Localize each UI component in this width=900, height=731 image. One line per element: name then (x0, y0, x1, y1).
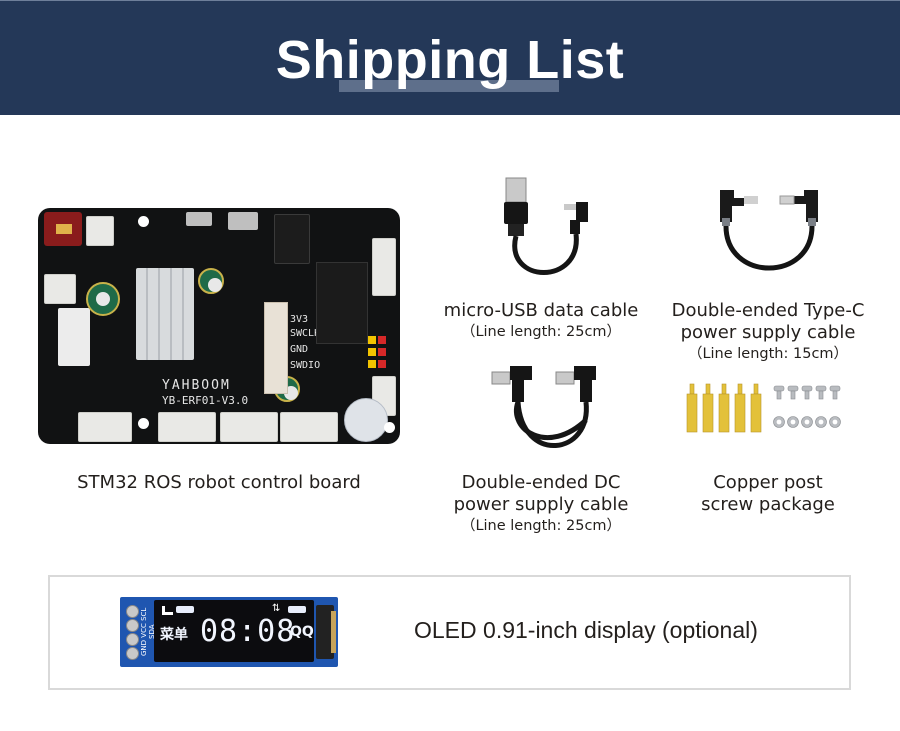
buzzer (344, 398, 388, 442)
oled-flex-cable (316, 605, 336, 659)
motor-connector (220, 412, 278, 442)
transfer-arrows-icon: ⇅ (272, 603, 281, 614)
type-c-cable-caption: Double-ended Type-C power supply cable （… (660, 300, 876, 364)
yellow-pin (368, 336, 376, 344)
heatsink (136, 268, 194, 360)
connector (372, 238, 396, 296)
control-board-image: 3V3 SWCLK GND SWDIO YAHBOOM YB-ERF01-V3.… (38, 208, 400, 444)
item-name-line1: Double-ended DC (461, 472, 621, 493)
item-detail: （Line length: 25cm） (460, 324, 622, 340)
item-name-line1: Double-ended Type-C (671, 300, 865, 321)
capacitor (86, 282, 120, 316)
usb-c-port (228, 212, 258, 230)
power-switch (58, 308, 90, 366)
dc-cable-image (488, 360, 600, 456)
mounting-hole (138, 418, 149, 429)
yellow-pin (368, 360, 376, 368)
type-c-cable-image (714, 186, 824, 276)
title-underline-accent (339, 80, 559, 92)
model-silkscreen: YB-ERF01-V3.0 (162, 394, 249, 407)
micro-usb-cable-caption: micro-USB data cable （Line length: 25cm） (432, 300, 650, 342)
brand-silkscreen: YAHBOOM (162, 378, 231, 393)
header-banner: Shipping List (0, 0, 900, 115)
oled-clock: 08:08 (200, 614, 296, 649)
oled-screen: ⇅ 菜单 08:08 QQ (154, 600, 314, 662)
micro-usb-cable-image (494, 174, 594, 286)
yellow-pin (368, 348, 376, 356)
motor-connector (78, 412, 132, 442)
micro-usb-port (186, 212, 212, 226)
item-detail: （Line length: 25cm） (460, 518, 622, 534)
imu-module (316, 262, 368, 344)
oled-pin-labels: GND VCC SCL SDA (140, 607, 156, 657)
connector (44, 274, 76, 304)
mounting-hole (384, 422, 395, 433)
item-name: STM32 ROS robot control board (77, 472, 361, 493)
copper-post-screw-image (678, 380, 848, 440)
motor-connector (158, 412, 216, 442)
oled-display-image: GND VCC SCL SDA ⇅ 菜单 08:08 QQ (120, 597, 338, 667)
item-name-line2: power supply cable (453, 494, 629, 515)
item-name-line2: power supply cable (680, 322, 856, 343)
connector (86, 216, 114, 246)
dc-jack (274, 214, 310, 264)
item-name-line2: screw package (701, 494, 835, 515)
status-pill-icon (176, 606, 194, 613)
signal-icon (162, 606, 173, 615)
motor-connector (280, 412, 338, 442)
swd-pin-label: GND (290, 344, 309, 355)
page-title: Shipping List (275, 30, 625, 90)
item-name-line1: Copper post (713, 472, 823, 493)
copper-post-caption: Copper post screw package (660, 472, 876, 516)
dc-cable-caption: Double-ended DC power supply cable （Line… (432, 472, 650, 536)
swd-pin-label: SWDIO (290, 360, 321, 371)
swd-header (264, 302, 288, 394)
control-board-caption: STM32 ROS robot control board (38, 472, 400, 494)
item-detail: （Line length: 15cm） (687, 346, 849, 362)
swd-pin-label: 3V3 (290, 314, 309, 325)
battery-icon (288, 606, 306, 613)
capacitor (198, 268, 224, 294)
red-pin (378, 360, 386, 368)
optional-oled-panel: GND VCC SCL SDA ⇅ 菜单 08:08 QQ OLED 0.91-… (48, 575, 851, 690)
mounting-hole (138, 216, 149, 227)
item-name: micro-USB data cable (443, 300, 639, 321)
oled-caption: OLED 0.91-inch display (optional) (414, 617, 758, 643)
oled-pins (124, 603, 140, 661)
oled-menu-text: 菜单 (160, 627, 188, 643)
oled-qq-text: QQ (290, 624, 314, 640)
red-pin (378, 348, 386, 356)
swd-pin-label: SWCLK (290, 328, 321, 339)
red-pin (378, 336, 386, 344)
xt60-power-connector (44, 212, 82, 246)
